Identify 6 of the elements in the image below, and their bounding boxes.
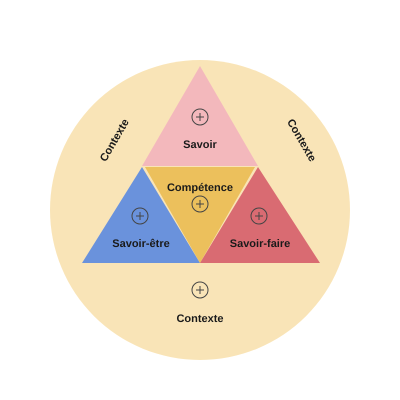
triangle-label: Savoir (183, 139, 217, 151)
triangle (142, 66, 258, 166)
context-label: Contexte (176, 313, 224, 325)
triangle-label: Savoir-faire (230, 238, 290, 250)
triangle-label: Savoir-être (112, 238, 170, 250)
triangle-label: Compétence (166, 182, 234, 194)
